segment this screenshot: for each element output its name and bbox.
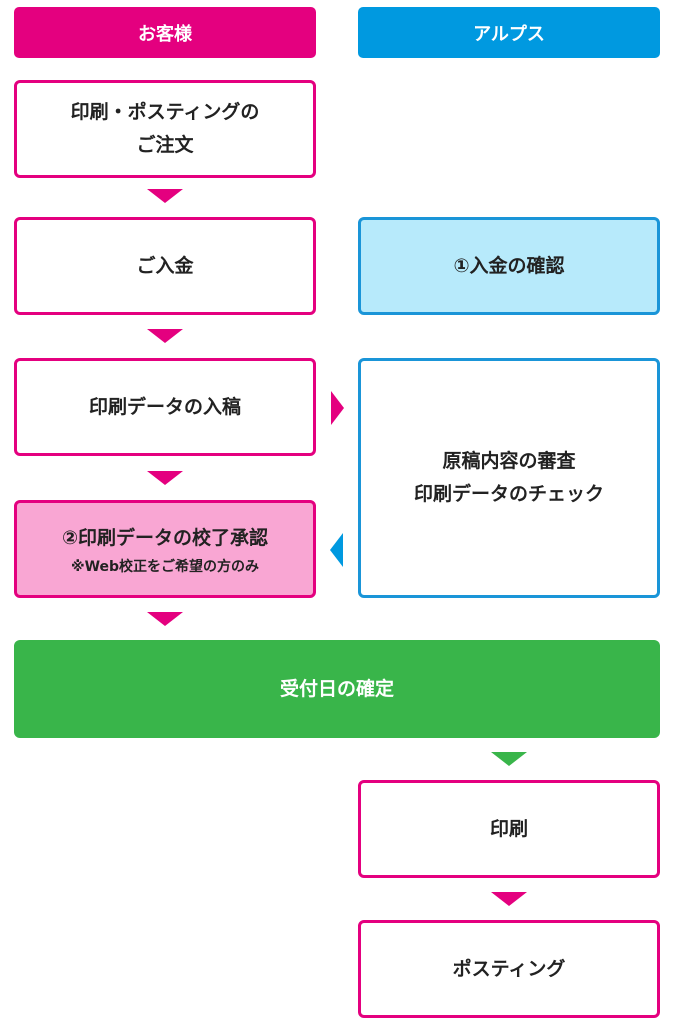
arrow-right-icon — [331, 391, 344, 425]
step-order-line1: 印刷・ポスティングの — [70, 101, 260, 123]
step-date-fixed: 受付日の確定 — [14, 640, 660, 738]
step-approval-note: ※Web校正をご希望の方のみ — [70, 558, 260, 575]
step-order: 印刷・ポスティングの ご注文 — [14, 80, 316, 178]
alps-column-header: アルプス — [358, 7, 660, 58]
arrow-down-3 — [147, 471, 183, 485]
arrow-down-5 — [491, 752, 527, 766]
step-review: 原稿内容の審査 印刷データのチェック — [358, 358, 660, 598]
step-posting-label: ポスティング — [452, 957, 566, 980]
step-order-line2: ご注文 — [136, 134, 194, 156]
step-review-line1: 原稿内容の審査 — [442, 450, 576, 472]
arrow-down-2 — [147, 329, 183, 343]
step-data-upload-label: 印刷データの入稿 — [88, 395, 241, 418]
step-posting: ポスティング — [358, 920, 660, 1018]
arrow-left-icon — [330, 533, 343, 567]
arrow-down-4 — [147, 612, 183, 626]
step-print-label: 印刷 — [489, 817, 528, 840]
step-payment: ご入金 — [14, 217, 316, 315]
step-print: 印刷 — [358, 780, 660, 878]
step-payment-check-label: ①入金の確認 — [453, 254, 565, 277]
step-payment-label: ご入金 — [136, 254, 194, 277]
customer-column-header: お客様 — [14, 7, 316, 58]
step-data-upload: 印刷データの入稿 — [14, 358, 316, 456]
step-date-fixed-label: 受付日の確定 — [279, 677, 394, 700]
arrow-down-1 — [147, 189, 183, 203]
step-approval-label: ②印刷データの校了承認 — [61, 526, 269, 549]
step-review-line2: 印刷データのチェック — [413, 483, 604, 505]
step-payment-check: ①入金の確認 — [358, 217, 660, 315]
arrow-down-6 — [491, 892, 527, 906]
step-approval: ②印刷データの校了承認 ※Web校正をご希望の方のみ — [14, 500, 316, 598]
